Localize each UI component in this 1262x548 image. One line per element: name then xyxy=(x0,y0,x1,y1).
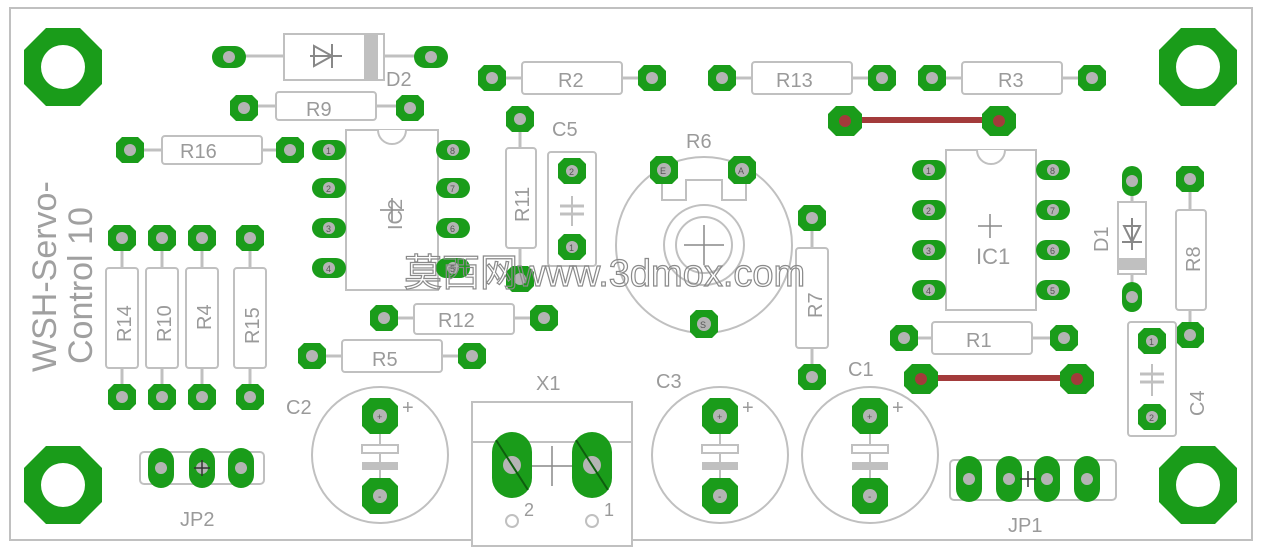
label-d2: D2 xyxy=(386,69,412,91)
component-r4 xyxy=(185,225,219,410)
label-r7: R7 xyxy=(805,292,827,318)
ic1-pin-8: 8 xyxy=(1050,166,1055,176)
ic2-pin-5: 5 xyxy=(450,264,455,274)
label-r4: R4 xyxy=(194,304,216,330)
component-ic2 xyxy=(312,129,470,291)
component-r9 xyxy=(230,91,424,121)
ic2-pin-1: 1 xyxy=(326,146,331,156)
label-r5: R5 xyxy=(372,349,398,371)
label-r8: R8 xyxy=(1183,246,1205,272)
component-d2 xyxy=(212,33,448,81)
ic1-pin-2: 2 xyxy=(926,206,931,216)
c3-plus: + xyxy=(742,397,754,419)
label-jp2: JP2 xyxy=(180,509,214,531)
label-c4: C4 xyxy=(1187,390,1209,416)
component-r2 xyxy=(478,61,666,95)
label-r14: R14 xyxy=(114,305,136,342)
component-jp2 xyxy=(139,448,265,488)
component-r8 xyxy=(1175,166,1207,348)
component-jp1 xyxy=(949,456,1117,502)
label-c1: C1 xyxy=(848,359,874,381)
ic2-pin-8: 8 xyxy=(450,146,455,156)
c1-pad-plus: + xyxy=(867,412,872,422)
component-c3 xyxy=(651,386,789,524)
label-r13: R13 xyxy=(776,70,813,92)
label-c2: C2 xyxy=(286,397,312,419)
label-jp1: JP1 xyxy=(1008,515,1042,537)
component-c1 xyxy=(801,386,939,524)
ic2-pin-3: 3 xyxy=(326,224,331,234)
component-r10 xyxy=(145,225,179,410)
component-r15 xyxy=(233,225,267,410)
label-r2: R2 xyxy=(558,70,584,92)
label-ic1: IC1 xyxy=(976,244,1010,269)
label-r15: R15 xyxy=(242,307,264,344)
ic1-pin-6: 6 xyxy=(1050,246,1055,256)
c4-pin-2: 2 xyxy=(1149,413,1154,423)
label-r11: R11 xyxy=(512,187,534,222)
component-r7 xyxy=(795,205,829,390)
component-c5 xyxy=(547,151,597,267)
r6-pin-e: E xyxy=(660,166,666,176)
component-r16 xyxy=(116,135,304,165)
c5-pin-2: 2 xyxy=(569,167,574,177)
ic1-pin-7: 7 xyxy=(1050,206,1055,216)
board-title-line1: WSH-Servo- xyxy=(26,181,64,372)
c2-pad-plus: + xyxy=(377,412,382,422)
component-r11 xyxy=(505,106,537,292)
label-c3: C3 xyxy=(656,371,682,393)
c3-pad-minus: - xyxy=(718,492,721,503)
r6-pin-a: A xyxy=(738,166,744,176)
ic2-pin-2: 2 xyxy=(326,184,331,194)
component-r14 xyxy=(105,225,139,410)
component-r3 xyxy=(918,61,1106,95)
ic1-pin-4: 4 xyxy=(926,286,931,296)
label-r9: R9 xyxy=(306,99,332,121)
label-r10: R10 xyxy=(154,305,176,342)
label-r16: R16 xyxy=(180,141,217,163)
label-r6: R6 xyxy=(686,131,712,153)
label-ic2: IC2 xyxy=(385,199,407,230)
component-r1 xyxy=(890,321,1078,355)
c5-pin-1: 1 xyxy=(569,243,574,253)
ic2-pin-6: 6 xyxy=(450,224,455,234)
ic1-pin-1: 1 xyxy=(926,166,931,176)
c2-pad-minus: - xyxy=(378,492,381,503)
board-title-line2: Control 10 xyxy=(62,207,100,364)
component-d1 xyxy=(1117,166,1147,312)
label-r12: R12 xyxy=(438,310,475,332)
component-r13 xyxy=(708,61,896,95)
component-r12 xyxy=(370,303,558,335)
label-c5: C5 xyxy=(552,119,578,141)
c4-pin-1: 1 xyxy=(1149,337,1154,347)
component-x1 xyxy=(471,401,633,547)
c3-pad-plus: + xyxy=(717,412,722,422)
x1-pin-1: 1 xyxy=(604,500,614,520)
component-r6 xyxy=(615,156,793,338)
c1-pad-minus: - xyxy=(868,492,871,503)
label-x1: X1 xyxy=(536,373,560,395)
x1-pin-2: 2 xyxy=(524,500,534,520)
label-d1: D1 xyxy=(1091,226,1113,252)
mounting-holes xyxy=(24,28,1237,524)
component-ic1 xyxy=(912,149,1070,311)
label-r3: R3 xyxy=(998,70,1024,92)
component-c4 xyxy=(1127,321,1177,437)
c1-plus: + xyxy=(892,397,904,419)
ic1-pin-3: 3 xyxy=(926,246,931,256)
ic1-pin-5: 5 xyxy=(1050,286,1055,296)
component-c2 xyxy=(311,386,449,524)
label-r1: R1 xyxy=(966,330,992,352)
component-r5 xyxy=(298,339,486,373)
ic2-pin-7: 7 xyxy=(450,184,455,194)
watermark: 莫西网www.3dmox.com xyxy=(404,253,805,295)
r6-pin-s: S xyxy=(700,320,706,330)
ic2-pin-4: 4 xyxy=(326,264,331,274)
c2-plus: + xyxy=(402,397,414,419)
